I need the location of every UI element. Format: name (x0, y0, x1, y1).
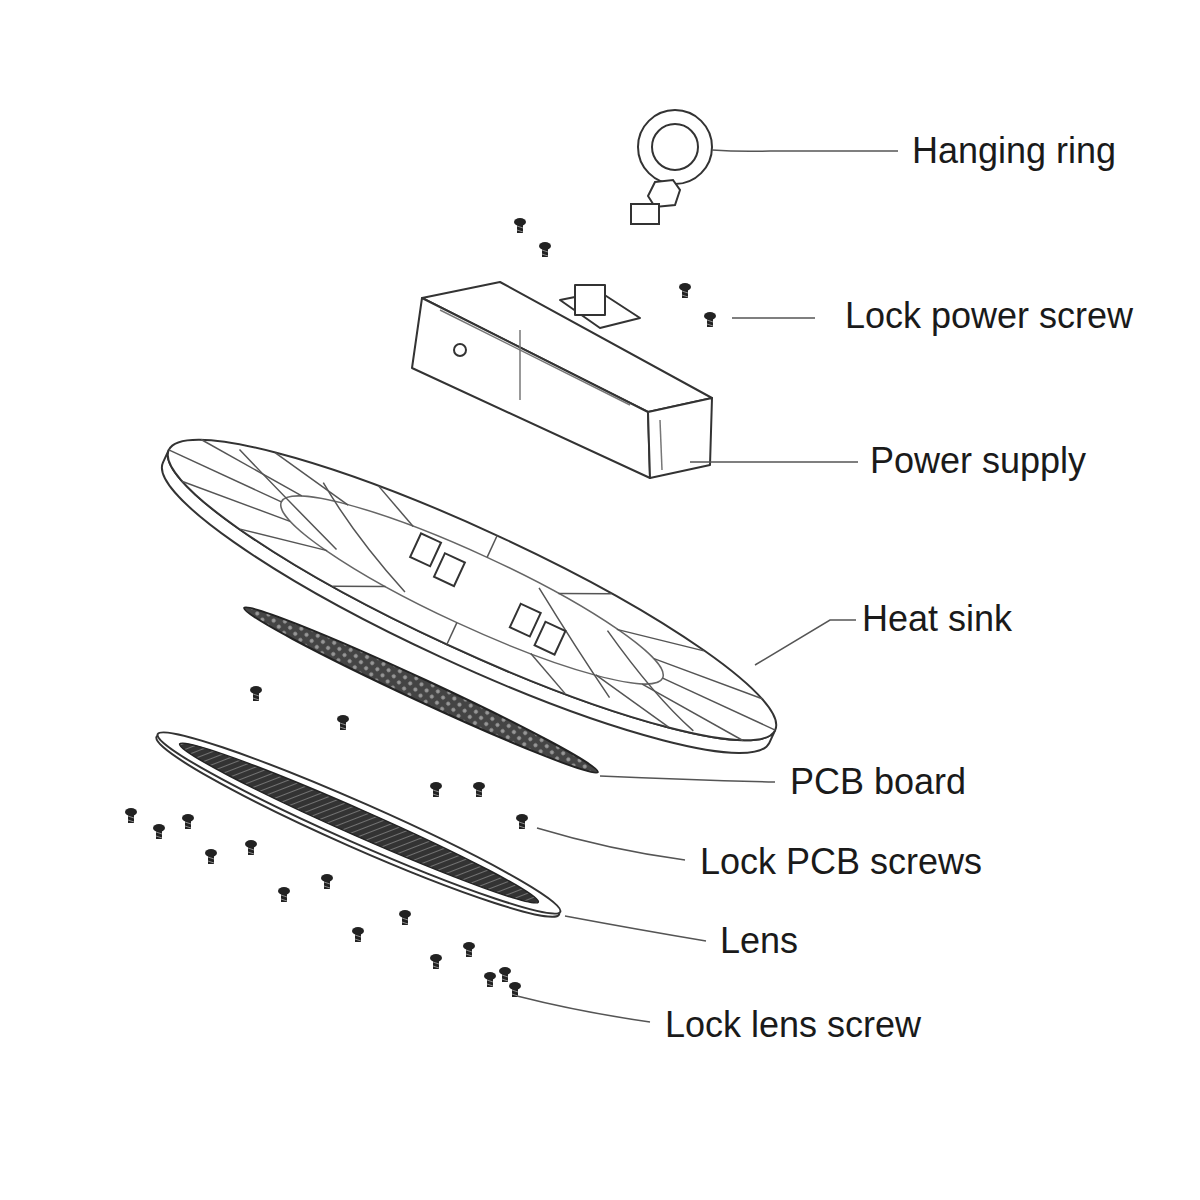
part-label: Power supply (870, 439, 1086, 482)
screws (125, 218, 716, 997)
leader-line (600, 776, 775, 782)
part-label: Hanging ring (912, 129, 1116, 172)
power-supply (412, 282, 712, 478)
part-label: Heat sink (862, 597, 1012, 640)
leader-line (565, 916, 706, 941)
leader-line (517, 996, 650, 1022)
part-label: Lens (720, 919, 798, 962)
leader-line (537, 828, 685, 860)
part-label: PCB board (790, 760, 966, 803)
leader-line (732, 317, 815, 319)
leader-line (712, 150, 898, 151)
pcb-board (239, 598, 602, 782)
part-label: Lock lens screw (665, 1003, 921, 1046)
lens (148, 716, 569, 935)
leader-line (690, 461, 858, 463)
leader-lines (517, 150, 898, 1022)
part-label: Lock PCB screws (700, 840, 982, 883)
part-label: Lock power screw (845, 294, 1133, 337)
leader-line (755, 620, 856, 665)
hanging-ring (631, 110, 712, 224)
heat-sink (138, 395, 801, 797)
